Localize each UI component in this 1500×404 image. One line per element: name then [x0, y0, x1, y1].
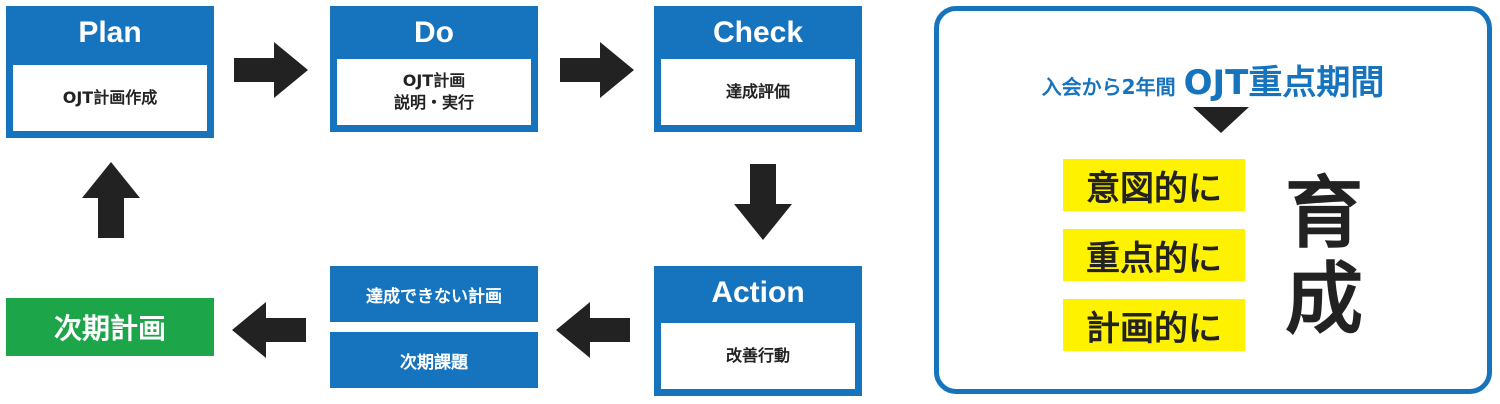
arrow-plan-to-do	[234, 42, 308, 98]
do-box: Do OJT計画 説明・実行	[330, 6, 538, 132]
panel-title-small: 入会から2年間	[1041, 75, 1176, 99]
result-char-1: 育	[1284, 169, 1363, 259]
arrow-nextplan-to-plan	[82, 162, 140, 238]
arrow-issue-to-nextplan	[232, 302, 306, 358]
plan-title: Plan	[78, 16, 142, 49]
highlight-intentional: 意図的に	[1063, 159, 1245, 211]
do-body-line2: 説明・実行	[393, 93, 474, 112]
do-body: OJT計画 説明・実行	[337, 59, 531, 125]
next-issue-label: 次期課題	[330, 332, 538, 388]
check-box: Check 達成評価	[654, 6, 862, 132]
arrow-do-to-check	[560, 42, 634, 98]
action-title: Action	[711, 276, 805, 309]
check-body: 達成評価	[661, 59, 855, 125]
do-title: Do	[414, 16, 454, 49]
next-plan-label: 次期計画	[6, 298, 214, 356]
do-body-line1: OJT計画	[402, 71, 466, 90]
highlight-focused: 重点的に	[1063, 229, 1245, 281]
result-char-2: 成	[1284, 255, 1363, 345]
highlight-planned: 計画的に	[1063, 299, 1245, 351]
arrow-action-to-issue	[556, 302, 630, 358]
check-title: Check	[712, 16, 804, 49]
plan-box: Plan OJT計画作成	[6, 6, 214, 138]
unachieved-plan-label: 達成できない計画	[330, 266, 538, 322]
action-box: Action 改善行動	[654, 266, 862, 396]
action-body: 改善行動	[661, 323, 855, 389]
plan-body: OJT計画作成	[13, 65, 207, 131]
arrow-check-to-action	[734, 164, 792, 240]
panel-title: 入会から2年間 OJT重点期間	[939, 55, 1487, 104]
panel-title-big: OJT重点期間	[1183, 63, 1385, 103]
ojt-focus-panel: 入会から2年間 OJT重点期間 意図的に 重点的に 計画的に 育 成	[934, 6, 1492, 394]
down-triangle-icon	[1193, 107, 1249, 133]
